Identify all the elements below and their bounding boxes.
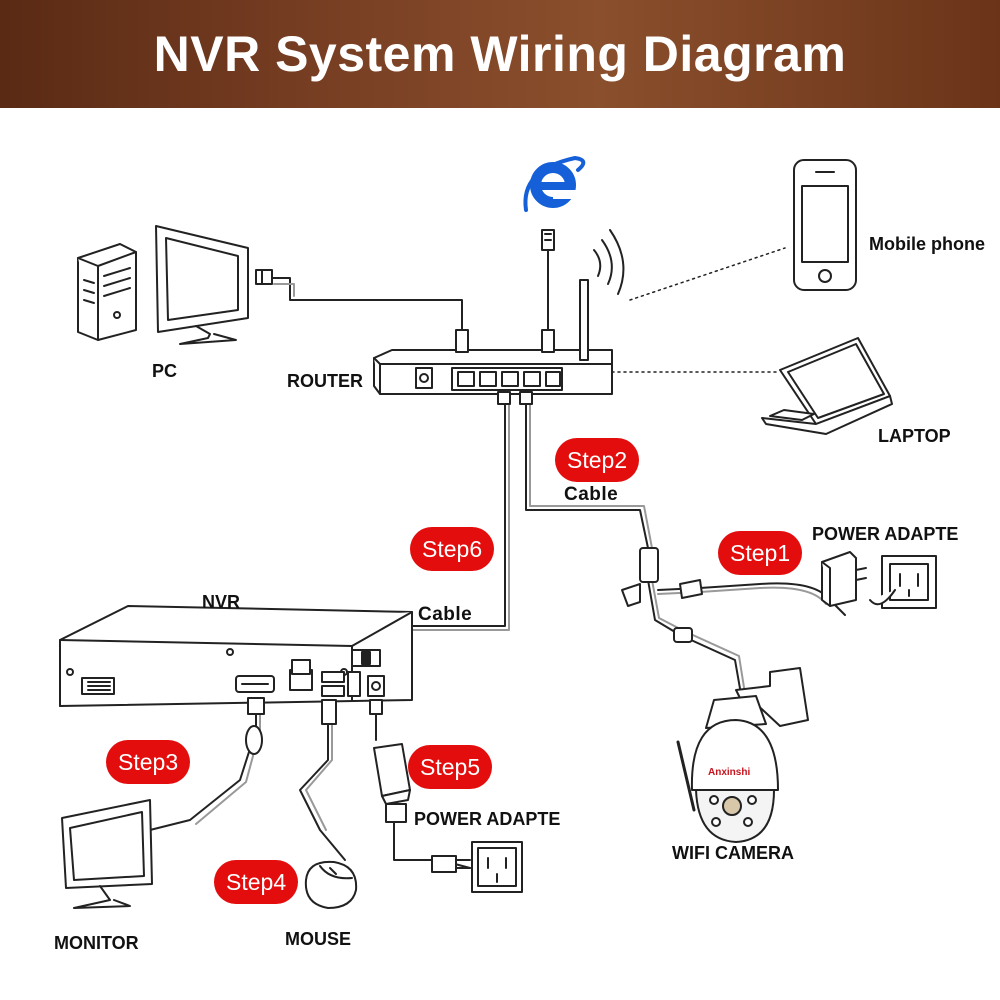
label-mouse: MOUSE (285, 929, 352, 949)
label-cable-router-camera: Cable (564, 484, 619, 505)
label-mobile-phone: Mobile phone (869, 234, 985, 254)
pc-connector-icon (255, 269, 273, 285)
camera-cable-splitter-icon (621, 547, 703, 643)
nvr-connector-icon (245, 659, 383, 755)
pc-tower-icon (77, 243, 137, 341)
label-nvr-power-adapter: POWER ADAPTE (414, 809, 561, 829)
wiring-diagram: PC ROUTER Mobile phone LAPTOP POWER ADAP… (0, 108, 1000, 1000)
internet-explorer-icon (523, 156, 586, 212)
page-title: NVR System Wiring Diagram (153, 26, 847, 82)
label-camera-brand: Anxinshi (708, 767, 751, 778)
label-laptop: LAPTOP (878, 426, 951, 446)
monitor-icon (61, 799, 153, 909)
nvr-wall-outlet-icon (431, 841, 523, 893)
cable-pc-router (269, 277, 463, 331)
header-banner: NVR System Wiring Diagram (0, 0, 1000, 108)
nvr-power-adapter-icon (373, 743, 411, 823)
pc-monitor-icon (155, 225, 249, 345)
cable-nvr-mouse (299, 719, 346, 861)
wifi-camera-icon (676, 667, 809, 843)
label-camera-power-adapter: POWER ADAPTE (812, 524, 959, 544)
step6-badge: Step6 (410, 527, 495, 571)
label-wifi-camera: WIFI CAMERA (672, 843, 794, 863)
mouse-icon (304, 860, 358, 909)
label-cable-router-nvr: Cable (418, 604, 473, 625)
internet-connector-icon (541, 229, 555, 251)
label-monitor: MONITOR (54, 933, 139, 953)
camera-wall-outlet-icon (869, 555, 937, 609)
label-nvr: NVR (202, 592, 241, 612)
step4-badge: Step4 (214, 860, 299, 904)
step5-badge: Step5 (408, 745, 493, 789)
step2-badge: Step2 (555, 438, 640, 482)
step1-badge: Step1 (718, 531, 803, 575)
mobile-phone-icon (793, 159, 857, 291)
label-pc: PC (152, 361, 178, 381)
laptop-icon (761, 337, 893, 435)
diagram-drawing (59, 156, 937, 909)
label-router: ROUTER (287, 371, 363, 391)
router-connector-icon (455, 329, 555, 405)
nvr-icon (59, 605, 413, 707)
cable-router-camera (525, 399, 653, 549)
step3-badge: Step3 (106, 740, 191, 784)
wireless-link-phone (629, 247, 786, 301)
cable-camera-splitter (647, 579, 747, 701)
router-icon (373, 279, 613, 395)
camera-power-adapter-icon (821, 551, 867, 607)
wifi-signal-icon (593, 229, 625, 295)
